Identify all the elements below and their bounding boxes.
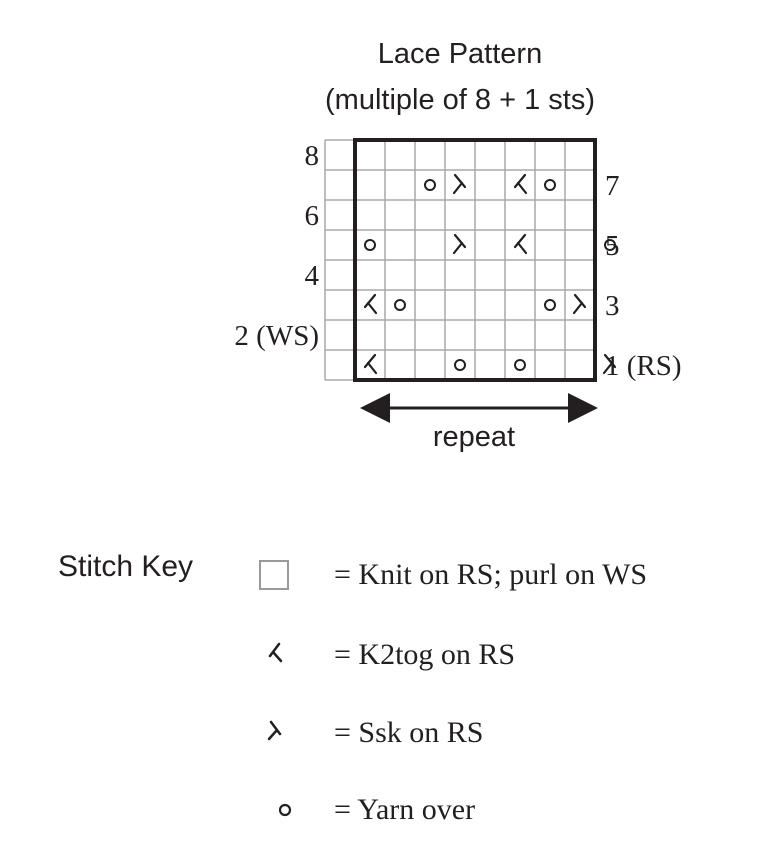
key-label-yarn-over: = Yarn over (334, 793, 476, 826)
ssk-icon (267, 720, 282, 741)
yarn-over-symbol (604, 239, 616, 251)
yarn-over-symbol (514, 359, 526, 371)
k2tog-symbol (513, 233, 528, 255)
chart-symbols (363, 173, 617, 375)
row-label-left: 2 (WS) (234, 320, 319, 352)
yarn-over-symbol (454, 359, 466, 371)
key-item-knit: = Knit on RS; purl on WS (250, 550, 730, 600)
chart-grid (324, 138, 597, 382)
row-label-right: 3 (605, 290, 620, 322)
ssk-symbol (572, 293, 587, 315)
yarn-over-symbol (544, 299, 556, 311)
ssk-symbol (602, 353, 617, 375)
row-label-right: 7 (605, 170, 620, 202)
k2tog-icon (268, 642, 283, 663)
k2tog-symbol (363, 293, 378, 315)
yarn-over-symbol (364, 239, 376, 251)
k2tog-symbol (363, 353, 378, 375)
repeat-label: repeat (433, 421, 515, 453)
chart-subtitle: (multiple of 8 + 1 sts) (325, 84, 595, 116)
yarn-over-icon (278, 803, 292, 817)
row-label-right: 5 (605, 230, 620, 262)
ssk-symbol (452, 233, 467, 255)
repeat-box (353, 138, 597, 382)
knit-square-icon (259, 560, 289, 590)
key-item-ssk: = Ssk on RS (250, 708, 730, 758)
key-item-k2tog: = K2tog on RS (250, 630, 730, 680)
row-label-right: 1 (RS) (605, 350, 682, 382)
key-item-yarn-over: = Yarn over (250, 785, 730, 835)
row-label-left: 6 (305, 200, 320, 232)
yarn-over-symbol (394, 299, 406, 311)
row-label-left: 8 (305, 140, 320, 172)
key-label-ssk: = Ssk on RS (334, 716, 484, 749)
key-label-knit: = Knit on RS; purl on WS (334, 558, 648, 591)
k2tog-symbol (513, 173, 528, 195)
yarn-over-symbol (424, 179, 436, 191)
yarn-over-symbol (544, 179, 556, 191)
key-label-k2tog: = K2tog on RS (334, 638, 516, 671)
row-label-left: 4 (305, 260, 320, 292)
row-labels: 8 6 4 2 (WS) 7 5 3 1 (RS) (234, 140, 681, 382)
chart-title: Lace Pattern (377, 38, 543, 70)
ssk-symbol (452, 173, 467, 195)
stitch-key-heading: Stitch Key (58, 550, 194, 583)
knitting-chart: 8 6 4 2 (WS) 7 5 3 1 (RS) repeat (234, 138, 682, 453)
